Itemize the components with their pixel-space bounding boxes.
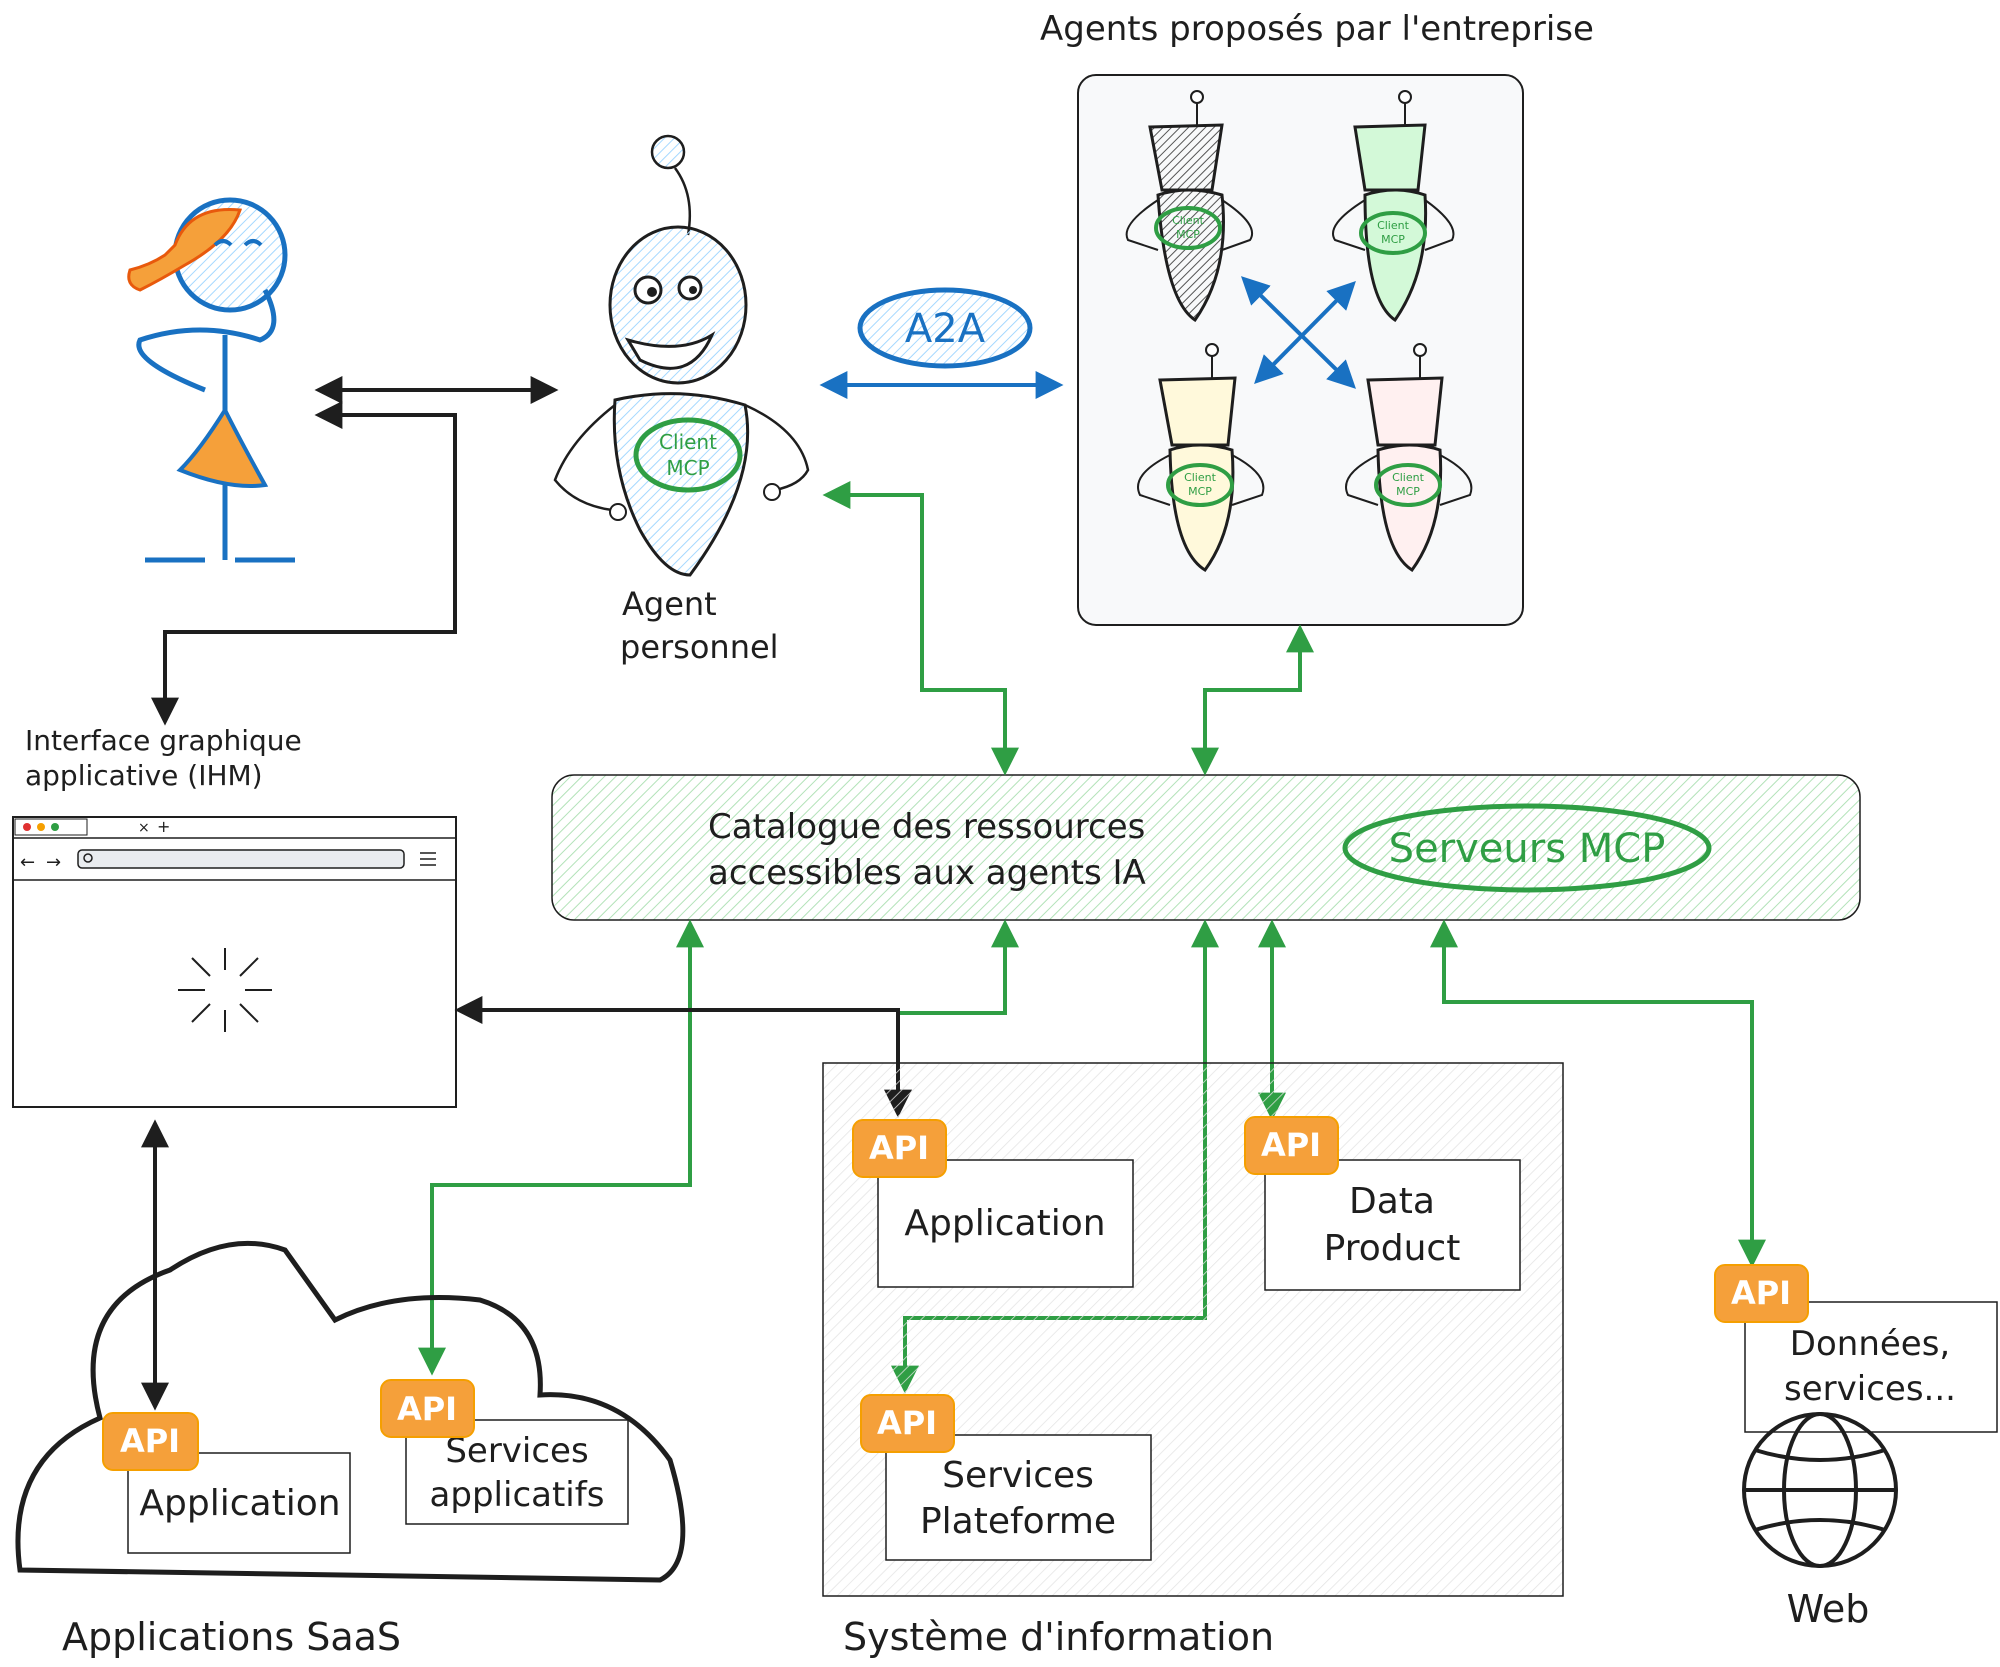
api-badge: API xyxy=(1244,1116,1339,1175)
data-product-label-line1: Data xyxy=(1349,1181,1435,1222)
user-icon xyxy=(127,197,295,563)
platform-services-box: Services Plateforme xyxy=(885,1434,1152,1561)
svg-text:API: API xyxy=(869,1129,929,1167)
api-badge: API xyxy=(860,1394,955,1453)
catalogue-title-line1: Catalogue des ressources xyxy=(708,807,1145,847)
enterprise-robot-icon: Client MCP xyxy=(1345,343,1473,573)
svg-text:API: API xyxy=(120,1422,180,1460)
saas-caption: Applications SaaS xyxy=(62,1615,401,1659)
browser-window-icon: × + ← → xyxy=(12,816,457,1108)
svg-text:MCP: MCP xyxy=(1381,233,1405,246)
mcp-servers-label: Serveurs MCP xyxy=(1389,826,1666,872)
is-caption: Système d'information xyxy=(843,1615,1274,1659)
personal-agent-label-line2: personnel xyxy=(620,628,779,666)
saas-services-label-line1: Services xyxy=(445,1431,588,1471)
back-icon: ← xyxy=(20,852,35,873)
personal-agent-label-line1: Agent xyxy=(622,585,717,623)
svg-text:API: API xyxy=(1731,1274,1791,1312)
api-badge: API xyxy=(380,1379,475,1438)
tab-close-icon: × xyxy=(138,820,150,836)
is-application-catalogue-arrow xyxy=(896,919,1019,1085)
svg-text:MCP: MCP xyxy=(1188,485,1212,498)
web-caption: Web xyxy=(1787,1587,1870,1631)
platform-services-label-line1: Services xyxy=(942,1455,1094,1496)
client-mcp-line1: Client xyxy=(659,430,717,454)
enterprise-robot-icon: Client MCP xyxy=(1125,90,1253,323)
saas-services-arrow xyxy=(418,919,704,1376)
data-product-box: Data Product xyxy=(1264,1159,1521,1291)
mcp-servers-badge: Serveurs MCP xyxy=(1342,803,1712,893)
robot-icon xyxy=(553,134,810,577)
a2a-badge: A2A xyxy=(857,287,1033,369)
api-badge: API xyxy=(1714,1264,1809,1323)
cloud-icon xyxy=(15,1240,686,1583)
globe-icon xyxy=(1742,1412,1898,1568)
saas-application-box: Application xyxy=(127,1452,351,1554)
enterprise-catalogue-arrow xyxy=(1191,624,1314,776)
loading-spinner-icon xyxy=(178,948,272,1032)
web-data-box: Données, services... xyxy=(1744,1301,1998,1433)
agent-catalogue-arrow xyxy=(822,481,1019,776)
svg-text:Client: Client xyxy=(1184,471,1217,484)
data-product-label-line2: Product xyxy=(1324,1228,1461,1269)
new-tab-icon: + xyxy=(157,817,170,836)
a2a-label: A2A xyxy=(905,306,986,352)
platform-services-label-line2: Plateforme xyxy=(920,1501,1116,1542)
enterprise-robot-icon: Client MCP xyxy=(1332,90,1455,323)
svg-text:API: API xyxy=(397,1390,457,1428)
ihm-label-line2: applicative (IHM) xyxy=(25,759,263,792)
client-mcp-badge: Client MCP xyxy=(633,417,743,493)
svg-text:Client: Client xyxy=(1172,214,1205,227)
svg-text:API: API xyxy=(877,1404,937,1442)
svg-text:MCP: MCP xyxy=(1176,228,1200,241)
api-badge: API xyxy=(102,1412,199,1471)
forward-icon: → xyxy=(46,852,61,873)
web-arrow xyxy=(1430,919,1766,1268)
catalogue-title-line2: accessibles aux agents IA xyxy=(708,853,1146,893)
inter-agent-arrows xyxy=(1241,276,1356,389)
is-application-box: Application xyxy=(877,1159,1134,1288)
is-application-label: Application xyxy=(904,1203,1105,1244)
enterprise-agents-panel xyxy=(1077,74,1524,626)
web-data-label-line2: services... xyxy=(1784,1369,1956,1409)
enterprise-agents-title: Agents proposés par l'entreprise xyxy=(1040,9,1594,49)
enterprise-robot-icon: Client MCP xyxy=(1137,343,1265,572)
user-ihm-arrow xyxy=(151,401,457,726)
ihm-label-line1: Interface graphique xyxy=(25,724,302,757)
saas-application-label: Application xyxy=(139,1483,340,1524)
client-mcp-line2: MCP xyxy=(666,456,709,480)
svg-text:MCP: MCP xyxy=(1396,485,1420,498)
svg-text:API: API xyxy=(1261,1126,1321,1164)
web-data-label-line1: Données, xyxy=(1790,1324,1950,1364)
saas-services-label-line2: applicatifs xyxy=(430,1475,605,1515)
api-badge: API xyxy=(852,1119,947,1178)
svg-text:Client: Client xyxy=(1377,219,1410,232)
svg-text:Client: Client xyxy=(1392,471,1425,484)
